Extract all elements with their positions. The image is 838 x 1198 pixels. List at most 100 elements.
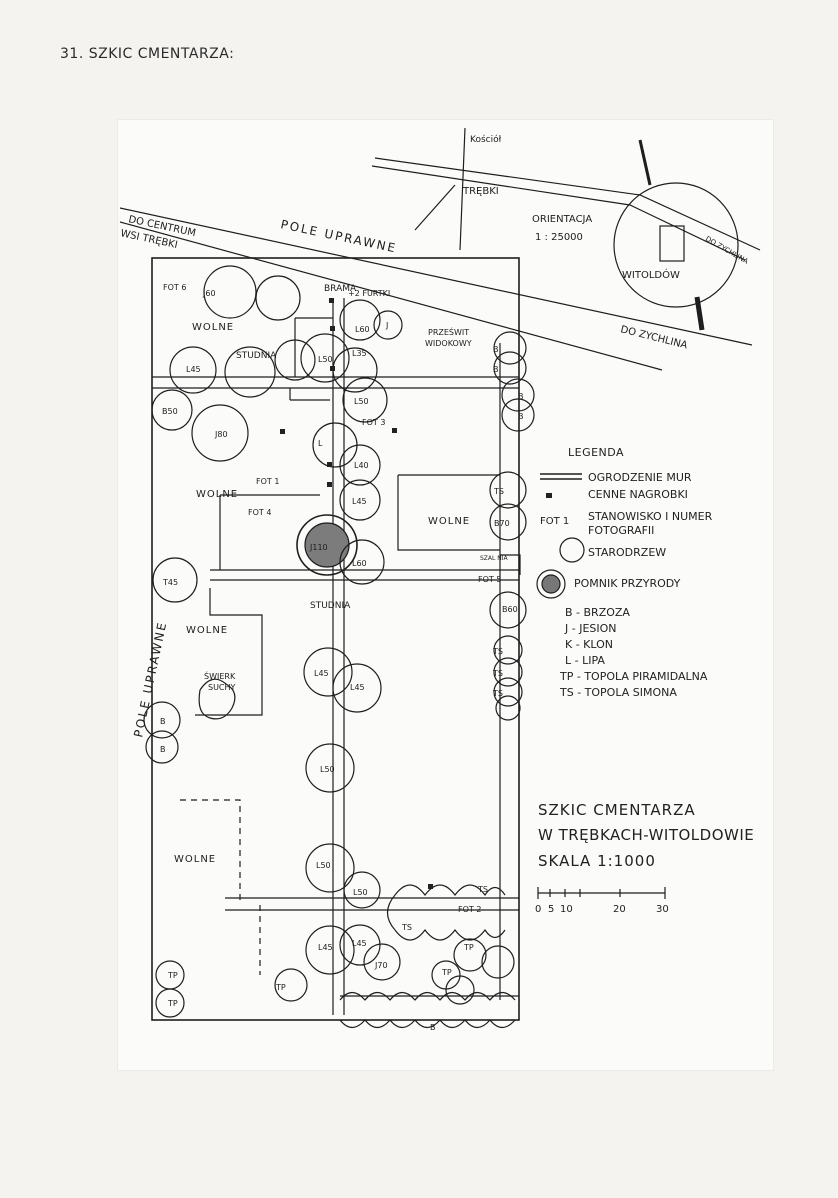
village-label: TRĘBKI [462, 186, 499, 197]
svg-text:TP: TP [167, 971, 178, 980]
svg-text:J70: J70 [374, 961, 388, 970]
svg-text:B: B [518, 392, 524, 401]
well-label-2: STUDNIA [310, 601, 351, 611]
svg-text:20: 20 [613, 904, 626, 915]
svg-text:TP: TP [275, 983, 286, 992]
vista-label-2: WIDOKOWY [425, 339, 472, 348]
photo-station-label: FOT 1 [256, 477, 279, 486]
svg-text:J80: J80 [214, 430, 228, 439]
tree-circle [203, 265, 257, 319]
svg-text:L: L [318, 439, 323, 448]
svg-text:TS: TS [401, 923, 412, 932]
legend-species: B - BRZOZA J - JESION K - KLON L - LIPA … [559, 606, 708, 699]
svg-text:B50: B50 [162, 407, 178, 416]
wickets-label: +2 FURTKI [348, 289, 390, 298]
svg-text:T45: T45 [162, 578, 178, 587]
free-plot-label: WOLNE [192, 322, 234, 333]
svg-text:B: B [430, 1023, 436, 1032]
svg-text:B70: B70 [494, 519, 510, 528]
legend-old-trees: STARODRZEW [588, 546, 666, 559]
spruce-label-2: SUCHY [208, 683, 236, 692]
svg-text:TP: TP [441, 968, 452, 977]
svg-text:TS: TS [493, 487, 504, 496]
svg-text:30: 30 [656, 904, 669, 915]
svg-text:TS: TS [492, 689, 503, 698]
caption-title: SZKIC CMENTARZA [538, 801, 696, 819]
legend-graves: CENNE NAGROBKI [588, 488, 688, 501]
photo-station-label: FOT 3 [362, 418, 385, 427]
svg-text:L45: L45 [352, 939, 367, 948]
page-title: 31. SZKIC CMENTARZA: [60, 46, 235, 62]
svg-text:L45: L45 [318, 943, 333, 952]
svg-text:J110: J110 [309, 543, 328, 552]
scale-bar: 0 5 10 20 30 [535, 904, 669, 915]
svg-text:J: J [385, 321, 388, 330]
free-plot-label: WOLNE [174, 854, 216, 865]
svg-text:L35: L35 [352, 349, 367, 358]
field-top-label: POLE UPRAWNE [279, 217, 398, 255]
vista-label-1: PRZEŚWIT [428, 326, 469, 337]
svg-text:5: 5 [548, 904, 554, 915]
legend-monument: POMNIK PRZYRODY [574, 577, 681, 590]
svg-text:B: B [493, 345, 499, 354]
svg-text:TS: TS [492, 669, 503, 678]
well-label-1: STUDNIA [236, 351, 277, 361]
photo-station-label: FOT 5 [478, 575, 501, 584]
orientation-scale: 1 : 25000 [535, 232, 583, 243]
svg-text:L60: L60 [355, 325, 370, 334]
caption-scale: SKALA 1:1000 [538, 852, 656, 870]
svg-text:B60: B60 [502, 605, 518, 614]
svg-text:L40: L40 [354, 461, 369, 470]
gate-label: BRAMA [324, 284, 357, 294]
main-road [119, 207, 753, 371]
grave-markers [280, 298, 552, 889]
svg-text:B: B [493, 365, 499, 374]
caption-place: W TRĘBKACH-WITOLDOWIE [538, 826, 754, 844]
svg-text:TP: TP [167, 999, 178, 1008]
orientation-inset [371, 127, 761, 331]
cemetery-wall [151, 257, 520, 1021]
legend-symbols [536, 473, 666, 899]
locality-label: WITOLDÓW [622, 268, 680, 281]
legend-title: LEGENDA [568, 446, 624, 459]
alleys [152, 298, 521, 1015]
svg-text:10: 10 [560, 904, 573, 915]
photo-station-label: FOT 2 [458, 905, 481, 914]
legend-fot-sample: FOT 1 [540, 516, 569, 527]
svg-text:L50: L50 [316, 861, 331, 870]
svg-text:0: 0 [535, 904, 541, 915]
orientation-label: ORIENTACJA [532, 214, 592, 225]
svg-text:J - JESION: J - JESION [564, 622, 617, 635]
free-plot-label: WOLNE [196, 489, 238, 500]
svg-text:K - KLON: K - KLON [565, 638, 613, 651]
svg-text:TP - TOPOLA PIRAMIDALNA: TP - TOPOLA PIRAMIDALNA [559, 670, 708, 683]
trees [143, 265, 535, 1029]
tree-labels: J60 L45 L50 L35 L60 J B50 J80 L50 L L40 … [160, 289, 524, 1032]
free-plot-label: WOLNE [186, 625, 228, 636]
legend-wall: OGRODZENIE MUR [588, 471, 692, 484]
svg-text:TS: TS [477, 885, 488, 894]
inset-road-label: DO ZYCHLINA [704, 235, 750, 266]
svg-text:TP: TP [463, 943, 474, 952]
svg-text:TS - TOPOLA SIMONA: TS - TOPOLA SIMONA [559, 686, 677, 699]
church-label: Kościół [470, 134, 502, 145]
svg-text:B: B [160, 745, 166, 754]
svg-text:L50: L50 [318, 355, 333, 364]
svg-text:TS: TS [492, 647, 503, 656]
free-plot-label: WOLNE [428, 516, 470, 527]
svg-text:L50: L50 [320, 765, 335, 774]
svg-text:L45: L45 [350, 683, 365, 692]
photo-station-label: FOT 6 [163, 283, 186, 292]
spruce-label-1: ŚWIERK [204, 670, 236, 681]
svg-text:L45: L45 [352, 497, 367, 506]
svg-text:L45: L45 [186, 365, 201, 374]
svg-text:B: B [518, 412, 524, 421]
svg-text:L - LIPA: L - LIPA [565, 654, 605, 667]
svg-text:J60: J60 [202, 289, 216, 298]
to-zychlin-label: DO ZYCHLINA [619, 324, 688, 351]
svg-text:L45: L45 [314, 669, 329, 678]
svg-text:L60: L60 [352, 559, 367, 568]
shed-label: SZAL NIA [480, 555, 509, 562]
svg-text:B: B [160, 717, 166, 726]
